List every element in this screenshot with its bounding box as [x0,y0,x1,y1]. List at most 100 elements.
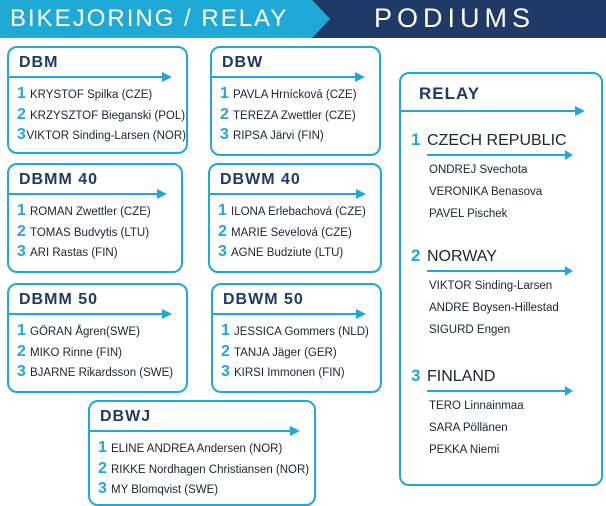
category-header-rule [210,189,366,199]
athlete-name: RIKKE Nordhagen Christiansen (NOR) [111,463,310,476]
place-number: 2 [221,342,230,360]
athlete-name: ARI Rastas (FIN) [30,247,118,259]
team-heading: 3 FINLAND [411,366,565,386]
athlete-name: RIPSA Järvi (FIN) [233,130,324,142]
place-number: 2 [98,459,107,477]
category-box-dbwm50: DBWM 50 1 JESSICA Gommers (NLD) 2 TANJA Jäge… [211,283,382,393]
category-title: DBM [19,54,59,71]
place-number: 1 [17,85,26,102]
athlete-name: BJARNE Rikardsson (SWE) [30,367,174,379]
team-place-number: 1 [411,130,421,149]
team-member: SIGURD Engen [429,324,511,336]
place-number: 2 [17,342,26,360]
podium-row: 2 TANJA Jäger (GER) [221,343,380,364]
category-header-rule [90,426,300,436]
athlete-name: MIKO Rinne (FIN) [30,346,123,359]
podium-row: 1 ELINE ANDREA Andersen (NOR) [98,439,314,460]
category-header-rule [212,72,365,82]
category-title: DBMM 50 [19,291,99,308]
place-number: 1 [218,202,227,219]
relay-title: RELAY [419,84,481,103]
podium-list: 1 ELINE ANDREA Andersen (NOR) 2 RIKKE Nordh… [90,432,314,501]
category-header: DBW [212,48,379,82]
place-number: 3 [220,126,229,143]
team-member: PAVEL Pischek [429,208,508,220]
relay-header-rule [401,106,585,116]
team-underline [427,386,573,396]
place-number: 1 [17,322,26,339]
place-number: 2 [17,105,26,123]
athlete-name: ROMAN Zwettler (CZE) [30,206,151,218]
athlete-name: JESSICA Gommers (NLD) [234,326,369,338]
team-member: ONDREJ Svechota [429,164,528,176]
team-place-number: 2 [411,246,421,265]
team-place-number: 3 [411,366,421,385]
place-number: 2 [220,105,229,123]
category-header: DBMM 40 [9,165,181,199]
place-number: 3 [17,363,26,380]
team-country: FINLAND [427,368,496,385]
podium-row: 1 KRYSTOF Spilka (CZE) [17,85,186,106]
place-number: 1 [221,322,230,339]
podium-row: 2 KRZYSZTOF Bieganski (POL) [17,106,186,127]
category-box-dbmm50: DBMM 50 1 GÖRAN Ågren(SWE) 2 MIKO Rinne (FIN… [7,283,188,393]
category-title: DBW [222,54,264,71]
category-header: DBMM 50 [9,285,186,319]
athlete-name: KIRSI Immonen (FIN) [234,367,345,379]
category-header-rule [9,72,172,82]
podium-list: 1 KRYSTOF Spilka (CZE) 2 KRZYSZTOF Biegansk… [9,78,186,147]
athlete-name: KRZYSZTOF Bieganski (POL) [30,109,186,122]
relay-header: RELAY [401,74,601,116]
category-header: DBM [9,48,186,82]
athlete-name: KRYSTOF Spilka (CZE) [30,89,153,101]
banner-left-title: BIKEJORING / RELAY [10,5,289,32]
category-title: DBWJ [100,408,152,425]
podium-row: 3 BJARNE Rikardsson (SWE) [17,363,186,384]
athlete-name: AGNE Budziute (LTU) [231,247,344,259]
banner-podiums: PODIUMS [312,0,606,38]
athlete-name: ELINE ANDREA Andersen (NOR) [111,443,283,455]
category-box-dbwj: DBWJ 1 ELINE ANDREA Andersen (NOR) 2 RIKKE N… [88,400,316,506]
team-country: NORWAY [427,248,497,265]
category-header: DBWM 40 [210,165,380,199]
category-box-dbm: DBM 1 KRYSTOF Spilka (CZE) 2 KRZYSZTOF Biega… [7,46,188,154]
athlete-name: GÖRAN Ågren(SWE) [30,326,140,338]
team-member: VIKTOR Sinding-Larsen [429,280,553,292]
category-title: DBWM 50 [223,291,304,308]
category-header-rule [213,309,366,319]
place-number: 2 [218,222,227,240]
category-header-rule [9,189,167,199]
category-title: DBWM 40 [220,171,301,188]
team-member: ANDRE Boysen-Hillestad [429,302,559,314]
athlete-name: TOMAS Budvytis (LTU) [30,226,150,239]
athlete-name: TANJA Jäger (GER) [234,346,337,359]
athlete-name: PAVLA Hrnícková (CZE) [233,89,357,101]
place-number: 1 [98,439,107,456]
team-member: SARA Pöllänen [429,422,508,434]
podium-row: 1 JESSICA Gommers (NLD) [221,322,380,343]
athlete-name: MY Blomqvist (SWE) [111,484,219,496]
place-number: 3 [17,243,26,260]
category-header-rule [9,309,172,319]
podium-row: 3 ARI Rastas (FIN) [17,243,181,264]
